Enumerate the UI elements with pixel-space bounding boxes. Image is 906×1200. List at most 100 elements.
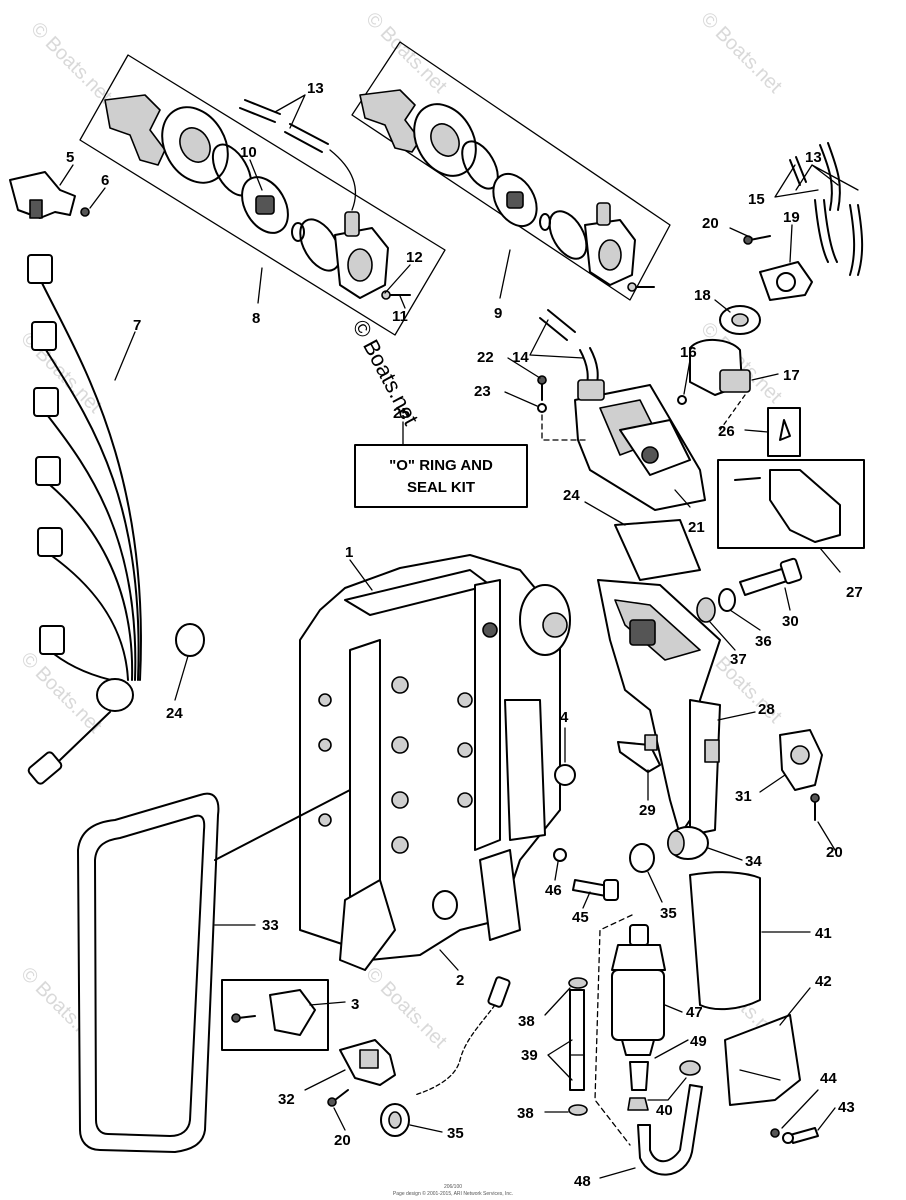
- separator-inlet: [577, 379, 605, 401]
- callout-15: 15: [748, 191, 765, 208]
- block-side-panel: [504, 699, 546, 841]
- clamp-38: [568, 977, 588, 989]
- leader-24b: [174, 655, 189, 701]
- leader-20a: [729, 227, 753, 239]
- block-rail-right: [474, 579, 501, 851]
- hose: [289, 123, 329, 145]
- screw-head-20b: [810, 793, 820, 803]
- gasket-lead: [214, 789, 351, 861]
- harness-end-connector: [27, 751, 63, 785]
- hose: [284, 131, 323, 153]
- shields-41-42: [689, 871, 801, 1106]
- washer-46: [553, 848, 567, 862]
- kit-box-frame: [354, 444, 528, 508]
- footer-line1: 206/100: [444, 1184, 462, 1190]
- washer-37: [696, 597, 716, 623]
- callout-12: 12: [406, 249, 423, 266]
- callout-43: 43: [838, 1099, 855, 1116]
- intake-top: [614, 599, 701, 661]
- block-foot-right: [479, 849, 521, 941]
- connector: [35, 456, 61, 486]
- part-1-block: [299, 554, 576, 971]
- injector-port: [598, 239, 622, 271]
- group-box-9: [351, 41, 671, 301]
- wire: [41, 282, 142, 681]
- shield-42: [724, 1014, 801, 1106]
- screw-head-20c: [327, 1097, 337, 1107]
- flange-bore: [430, 123, 460, 157]
- screw-43-head: [782, 1132, 794, 1144]
- screw-head: [627, 282, 637, 292]
- callout-47: 47: [686, 1004, 703, 1021]
- throttle-shaft: [255, 195, 275, 215]
- callout-22: 22: [477, 349, 494, 366]
- washer-36: [718, 588, 736, 612]
- hose-48: [637, 1084, 703, 1176]
- group-box-8: [79, 54, 446, 336]
- hose: [857, 204, 864, 276]
- leader-37: [709, 621, 736, 651]
- screw-head: [231, 1013, 241, 1023]
- intake-clip: [704, 739, 720, 763]
- gasket-24: [614, 519, 701, 581]
- leader-3: [309, 1001, 346, 1006]
- leader-26: [744, 429, 769, 433]
- hose: [789, 159, 801, 186]
- leader-13a: [274, 94, 306, 129]
- callout-1: 1: [345, 544, 353, 561]
- leader-22: [507, 357, 541, 379]
- small-o-ring: [539, 213, 551, 231]
- leader-30: [784, 587, 791, 611]
- leader-39: [547, 1039, 573, 1081]
- leader-7: [114, 331, 136, 381]
- regulator-outlet-17: [719, 369, 751, 393]
- callout-14: 14: [512, 349, 529, 366]
- callout-33: 33: [262, 917, 279, 934]
- hose-14: [547, 309, 576, 333]
- clamp-38b: [568, 1104, 588, 1116]
- callout-3: 3: [351, 996, 359, 1013]
- callout-44: 44: [820, 1070, 837, 1087]
- leader-11: [399, 295, 406, 309]
- hose: [819, 144, 833, 211]
- leader-12: [384, 264, 411, 294]
- box-26-frame: [767, 407, 801, 457]
- callout-31: 31: [735, 788, 752, 805]
- bolt-head-45: [603, 879, 619, 901]
- callout-46: 46: [545, 882, 562, 899]
- intake-side: [689, 699, 721, 836]
- bolt-45: [572, 879, 609, 897]
- hose-39: [568, 977, 588, 1116]
- leader-44: [781, 1089, 819, 1129]
- callout-23: 23: [474, 383, 491, 400]
- wire: [53, 653, 121, 683]
- part-7-harness: [27, 254, 205, 785]
- hose: [244, 99, 281, 115]
- part-47-fuel-pump: [594, 914, 701, 1146]
- cover-27: [769, 469, 841, 543]
- bolt-hole: [391, 836, 409, 854]
- dashed-leader: [594, 914, 633, 1146]
- watermark-tile: © Boats.net: [696, 8, 786, 98]
- callout-20: 20: [826, 844, 843, 861]
- leader: [819, 547, 841, 573]
- leader-49: [654, 1039, 689, 1059]
- bolt-hole: [391, 736, 409, 754]
- separator-valve: [619, 419, 691, 476]
- injector-port: [347, 248, 373, 282]
- callout-32: 32: [278, 1091, 295, 1108]
- screw-43-washer-44: [770, 1127, 819, 1144]
- bushing-35: [629, 843, 655, 873]
- regulator-port: [776, 272, 796, 292]
- leader-18: [714, 299, 731, 313]
- leader-2: [439, 949, 459, 971]
- throttle-shaft: [506, 191, 524, 209]
- callout-2: 2: [456, 972, 464, 989]
- callout-11: 11: [392, 308, 408, 325]
- callout-4: 4: [560, 709, 569, 726]
- clamp-40: [679, 1060, 701, 1076]
- leader-45: [582, 891, 591, 909]
- leader-16: [683, 359, 691, 395]
- hose: [823, 199, 838, 263]
- kit-box-25: "O" RING AND SEAL KIT: [354, 421, 528, 508]
